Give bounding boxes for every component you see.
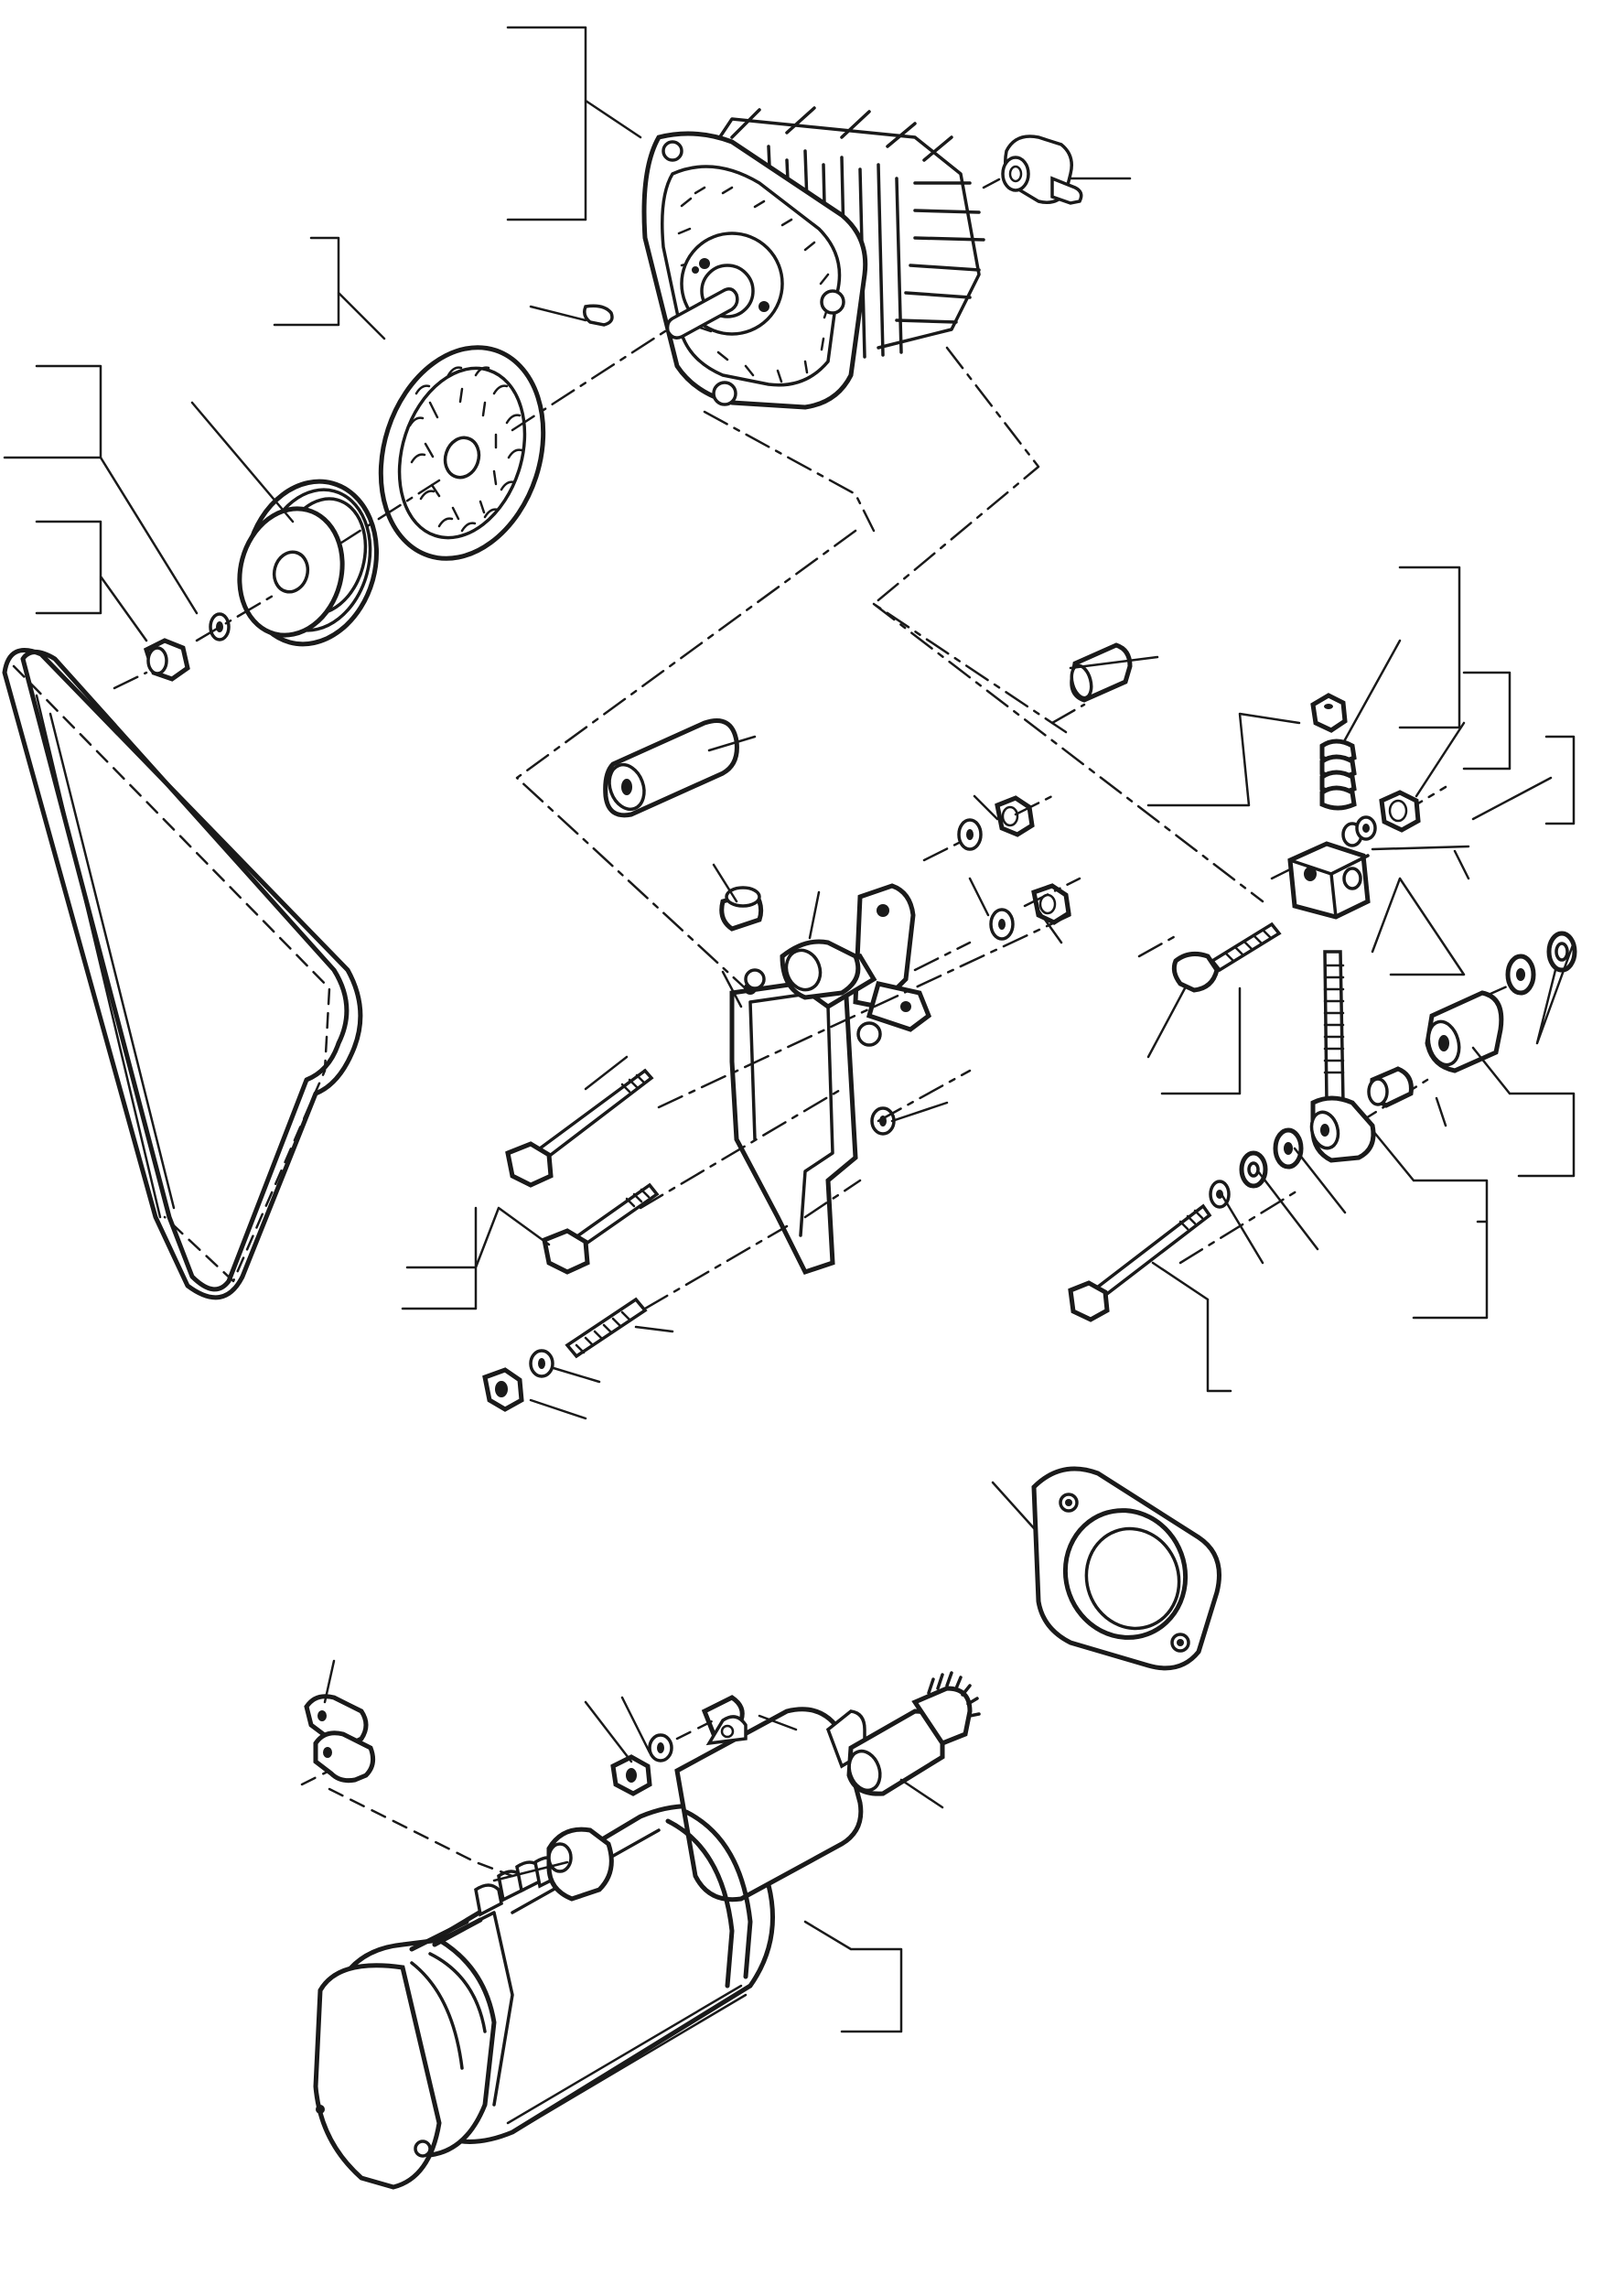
adjuster-end-washers [1505, 931, 1577, 996]
alternator-plate-ring [661, 165, 842, 387]
alternator [641, 106, 985, 410]
starter-cable-lug [304, 1694, 376, 1784]
adjuster-spring [1319, 738, 1357, 811]
terminal-connector [1001, 135, 1083, 205]
adjuster-nut-right [1379, 790, 1421, 833]
adjuster-bushing-large [1425, 990, 1504, 1073]
bracket-washer-mid [989, 908, 1015, 941]
alternator-bolt-1 [699, 258, 710, 269]
adjuster-carriage-bolt [1171, 922, 1282, 993]
starter-nut [610, 1754, 652, 1796]
adjuster-block [1287, 841, 1371, 920]
starter-flange [1031, 1466, 1221, 1671]
alternator-mount-eye-top [662, 140, 683, 162]
alternator-mount-eye-right [820, 289, 845, 315]
stud-washer [529, 1349, 554, 1378]
adjuster-trunnion [1309, 1095, 1376, 1163]
starter-stud-line [675, 1719, 715, 1741]
long-bolt-middle [542, 1182, 660, 1275]
adjuster-nut-top [1310, 693, 1348, 733]
pulley [237, 479, 380, 647]
adjuster-bushing-small [1367, 1066, 1414, 1108]
bracket-nut-mid [1031, 883, 1071, 925]
alternator-shaft [665, 287, 739, 340]
cable-path [300, 1769, 514, 1878]
spacer-small [719, 886, 764, 932]
connector-centerline [982, 178, 1001, 189]
assembly-lines [515, 346, 1525, 1310]
alternator-mount-eye-bottom [712, 381, 737, 406]
adjuster-washers [1341, 815, 1377, 847]
fan [378, 345, 546, 561]
v-belt [2, 648, 363, 1300]
adjuster-long-bolt [1068, 1203, 1212, 1322]
spacer-right [1070, 642, 1133, 703]
bracket-washer-top [957, 818, 983, 851]
adjuster-washer-stack [1209, 1127, 1304, 1209]
mounting-bracket [729, 883, 932, 1276]
alternator-bolt-2 [758, 301, 769, 312]
adjuster-threaded-rod [1323, 950, 1345, 1105]
spacer-tube-large [603, 718, 739, 818]
stud [565, 1297, 648, 1359]
shaft-centerline [113, 328, 670, 690]
woodruff-key [583, 304, 614, 327]
stud-nut [482, 1367, 524, 1412]
starter-washer [648, 1733, 673, 1762]
pulley-nut [143, 638, 190, 682]
bracket-washer-low [870, 1106, 896, 1136]
alternator-bolt-3 [692, 266, 699, 274]
long-bolt-upper [505, 1068, 654, 1188]
bracket-nut-top [995, 795, 1035, 837]
drive-pinion [846, 1671, 981, 1796]
starter-motor [313, 1695, 866, 2190]
callout-leaders [3, 26, 1576, 2033]
